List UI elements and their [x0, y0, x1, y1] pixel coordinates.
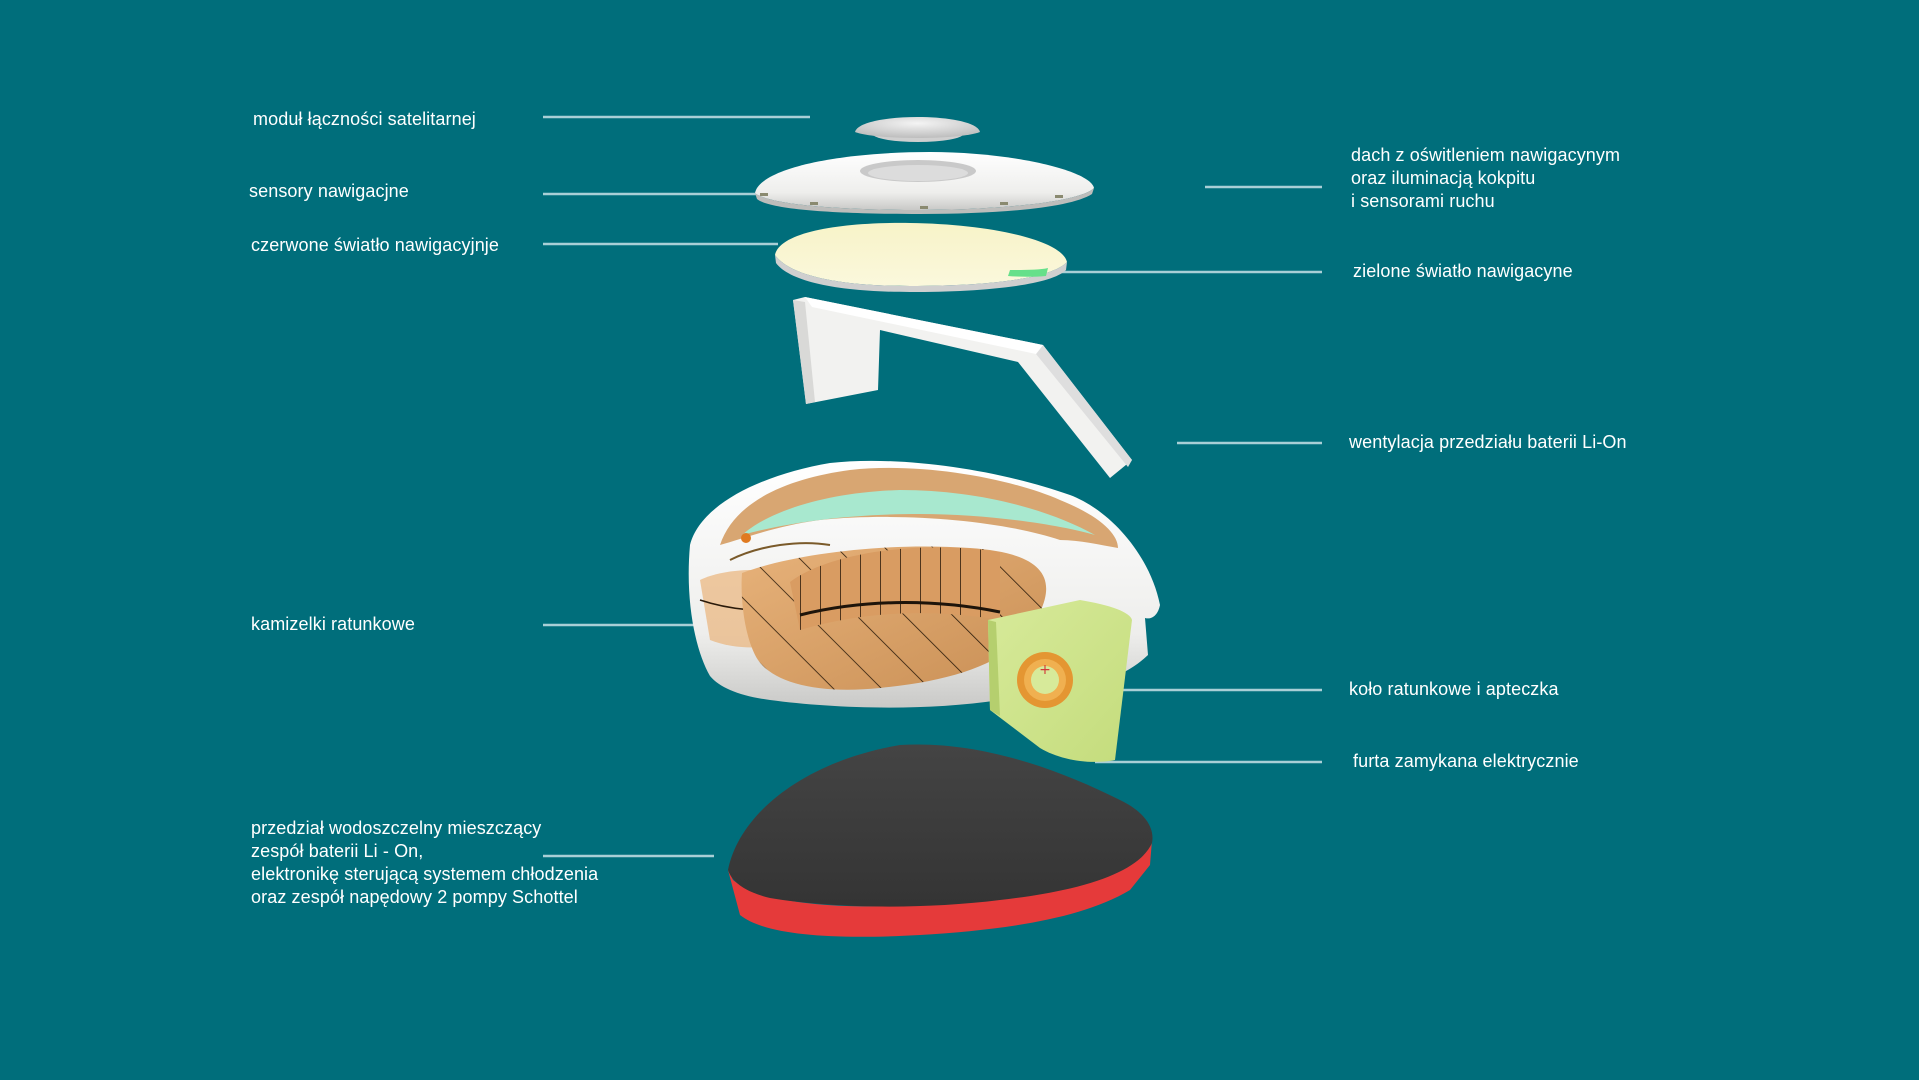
- watertight-compartment: [728, 744, 1153, 937]
- label-battery-ventilation: wentylacja przedziału baterii Li-On: [1349, 432, 1627, 452]
- label-lifebuoy-firstaid: koło ratunkowe i apteczka: [1349, 679, 1559, 699]
- nav-sensor-dots: [760, 193, 1063, 209]
- label-life-vests: kamizelki ratunkowe: [251, 614, 415, 634]
- label-red-nav-light: czerwone światło nawigacyjnje: [251, 235, 500, 255]
- label-nav-sensors: sensory nawigacjne: [249, 181, 409, 201]
- gate-panel: +: [988, 600, 1132, 762]
- label-satellite-module: moduł łączności satelitarnej: [253, 109, 476, 129]
- label-green-nav-light: zielone światło nawigacyne: [1353, 261, 1573, 281]
- roof-part: [755, 152, 1094, 214]
- label-electric-gate: furta zamykana elektrycznie: [1353, 751, 1579, 771]
- ventilation-arch: [793, 297, 1132, 478]
- roof-line-3: i sensorami ruchu: [1351, 191, 1495, 211]
- watertight-line-2: zespół baterii Li - On,: [251, 841, 424, 861]
- label-roof: dach z oświtleniem nawigacynym oraz ilum…: [1351, 144, 1620, 213]
- label-watertight-compartment: przedział wodoszczelny mieszczący zespół…: [251, 817, 598, 909]
- svg-text:+: +: [1039, 662, 1051, 678]
- navigation-light-ring: [775, 222, 1067, 292]
- leader-lines: [543, 115, 1322, 858]
- watertight-line-4: oraz zespół napędowy 2 pompy Schottel: [251, 887, 578, 907]
- watertight-line-3: elektronikę sterującą systemem chłodzeni…: [251, 864, 599, 884]
- green-light-strip: [1008, 268, 1048, 277]
- roof-line-1: dach z oświtleniem nawigacynym: [1351, 145, 1621, 165]
- roof-line-2: oraz iluminacją kokpitu: [1351, 168, 1536, 188]
- watertight-line-1: przedział wodoszczelny mieszczący: [251, 818, 542, 838]
- satellite-module: [855, 117, 980, 142]
- lifebuoy-icon: +: [1017, 652, 1073, 708]
